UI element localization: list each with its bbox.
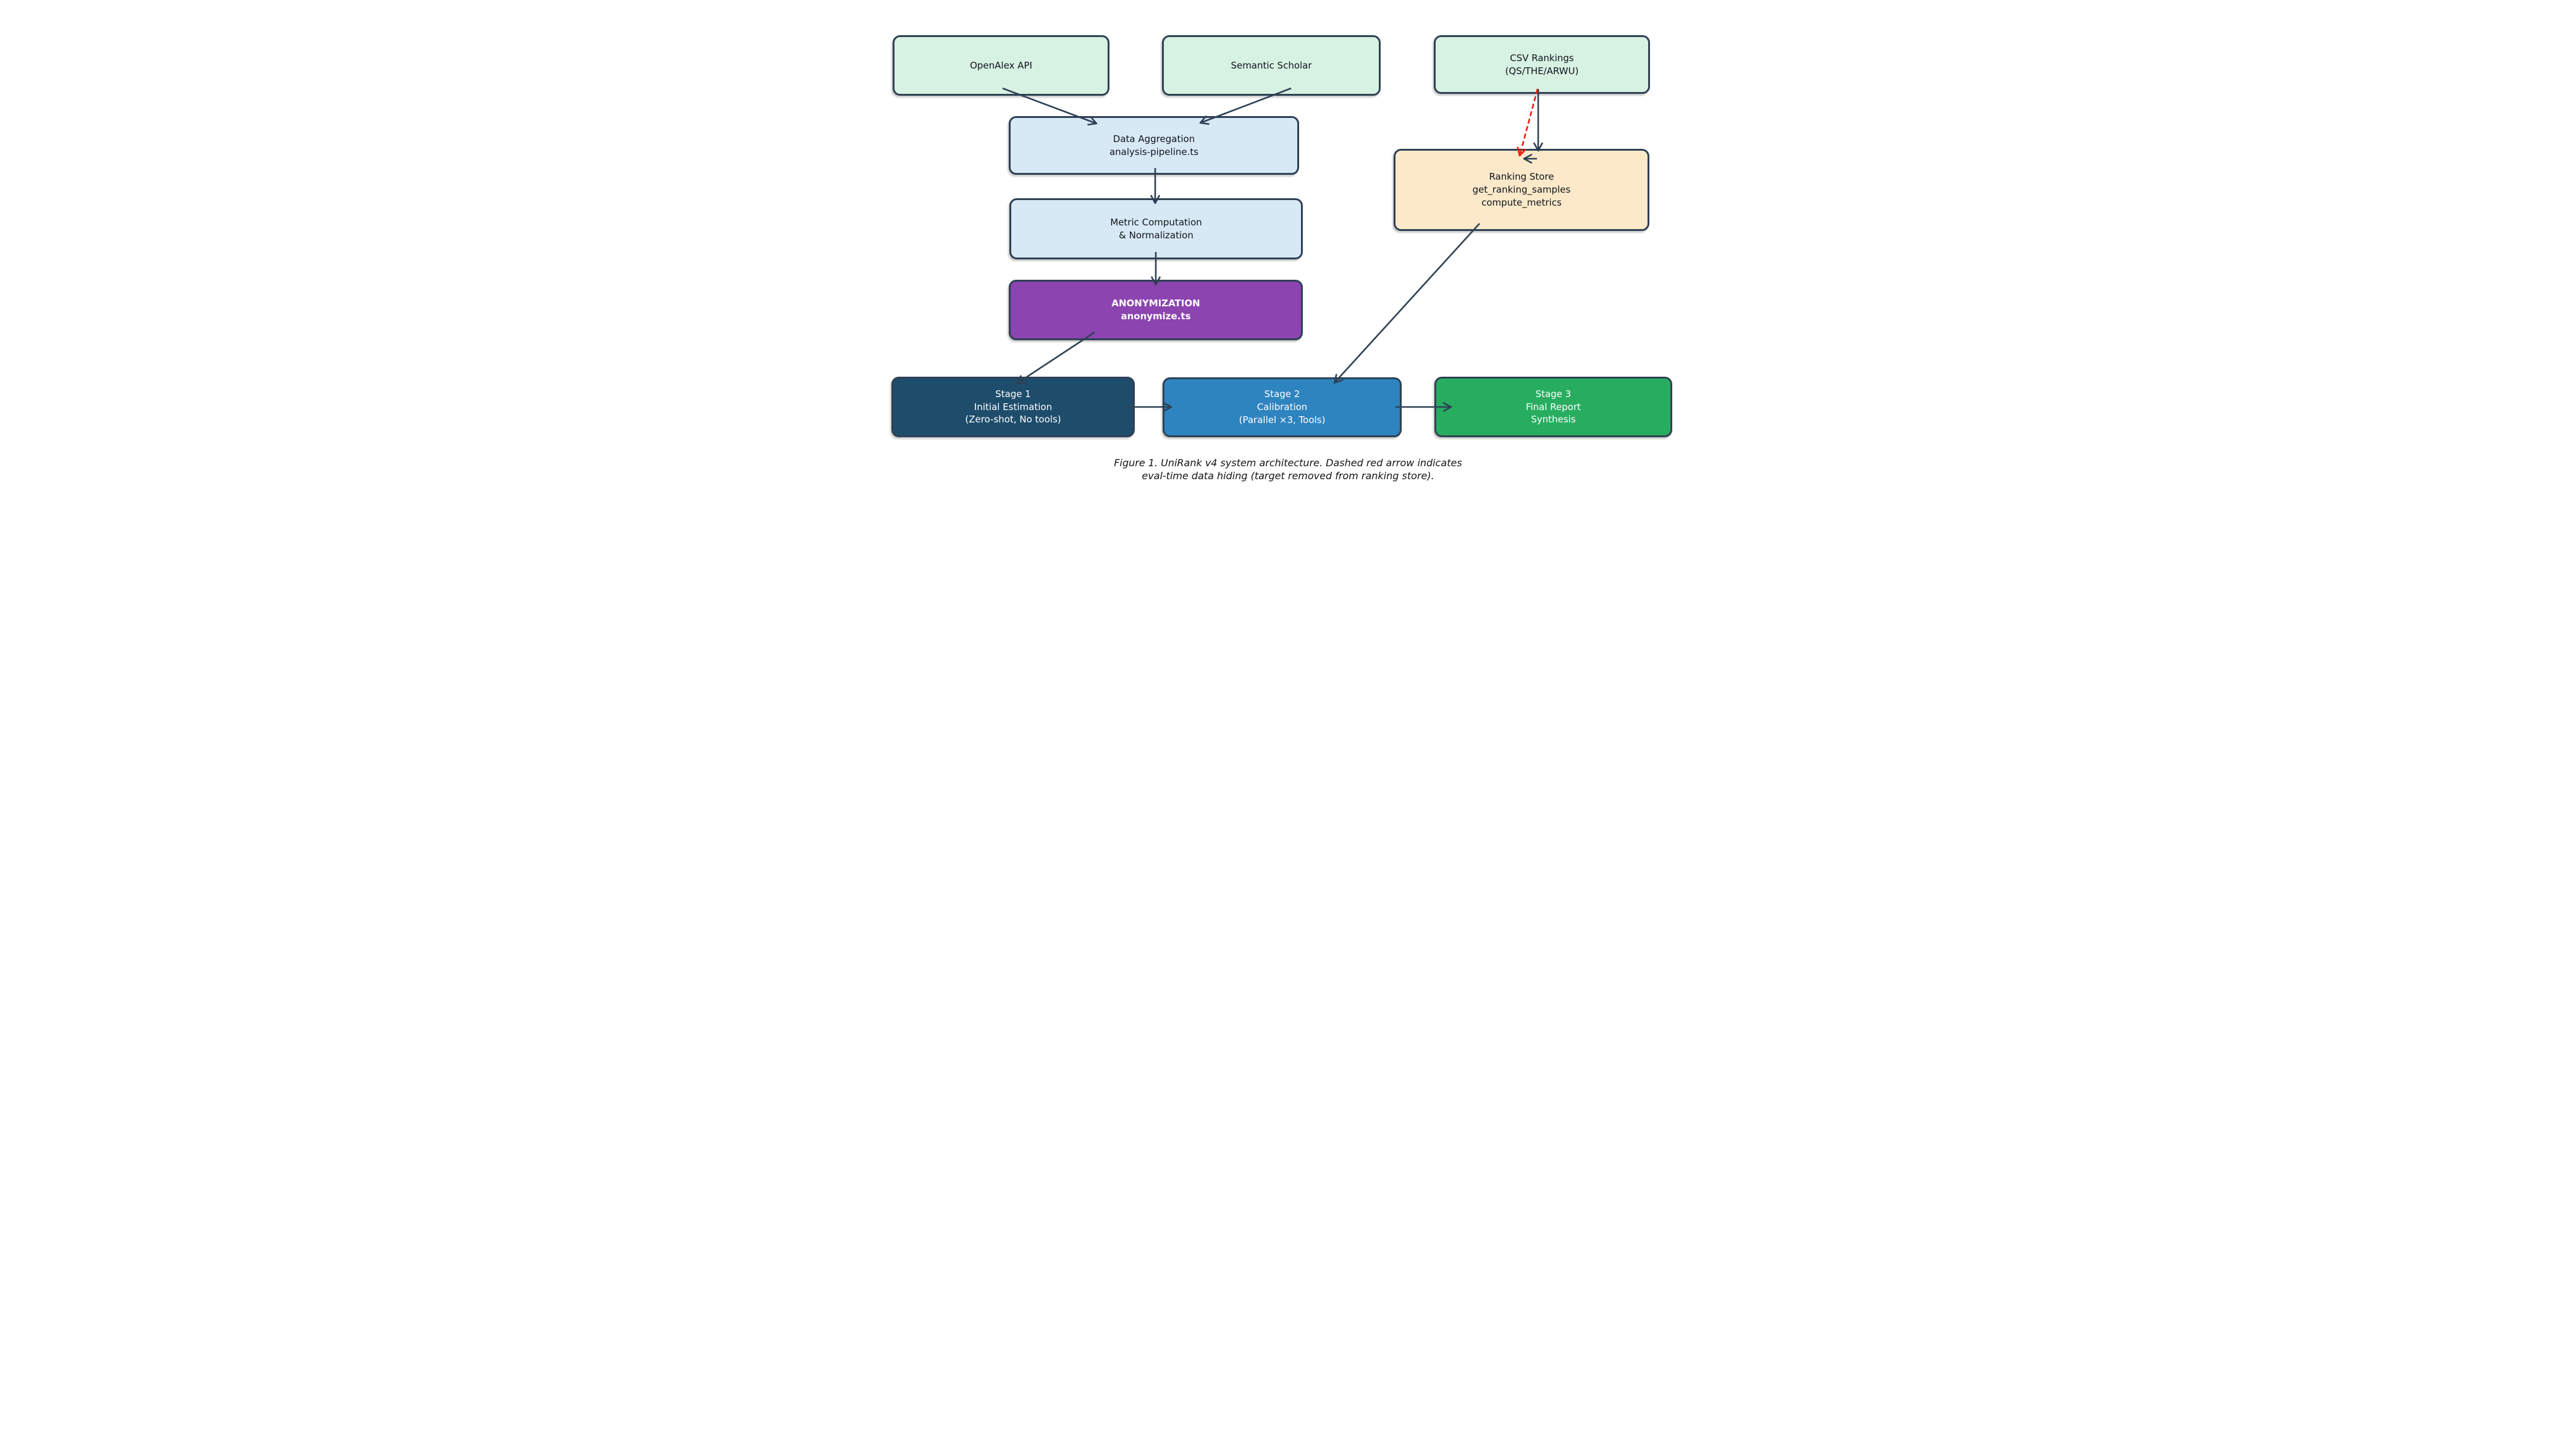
- node-csv-rankings-sublabel: (QS/THE/ARWU): [1505, 65, 1579, 77]
- node-stage2: Stage 2 Calibration (Parallel ×3, Tools): [1163, 377, 1402, 437]
- node-stage1-sublabel: Initial Estimation: [974, 401, 1053, 413]
- node-stage1: Stage 1 Initial Estimation (Zero-shot, N…: [891, 377, 1135, 437]
- node-stage3-sublabel: Final Report: [1525, 401, 1581, 413]
- node-anonymization-sublabel: anonymize.ts: [1121, 311, 1191, 322]
- figure-caption-line2: eval-time data hiding (target removed fr…: [1142, 469, 1434, 482]
- node-stage2-label: Stage 2: [1264, 388, 1300, 400]
- node-ranking-store: Ranking Store get_ranking_samples comput…: [1394, 149, 1649, 231]
- node-csv-rankings: CSV Rankings (QS/THE/ARWU): [1434, 35, 1650, 94]
- node-stage1-label: Stage 1: [995, 388, 1031, 400]
- node-ranking-store-fn1: get_ranking_samples: [1472, 184, 1571, 196]
- node-data-aggregation: Data Aggregation analysis-pipeline.ts: [1009, 116, 1299, 175]
- figure-caption: Figure 1. UniRank v4 system architecture…: [859, 457, 1717, 483]
- node-openalex-api-label: OpenAlex API: [970, 59, 1032, 71]
- node-stage3-detail: Synthesis: [1531, 414, 1576, 425]
- node-metric-computation: Metric Computation & Normalization: [1009, 198, 1303, 259]
- node-stage1-detail: (Zero-shot, No tools): [965, 414, 1061, 425]
- node-stage3: Stage 3 Final Report Synthesis: [1434, 377, 1672, 437]
- figure-caption-line1: Figure 1. UniRank v4 system architecture…: [1114, 457, 1462, 469]
- node-data-aggregation-label: Data Aggregation: [1113, 133, 1195, 145]
- node-stage2-sublabel: Calibration: [1256, 401, 1308, 413]
- node-stage3-label: Stage 3: [1535, 388, 1572, 400]
- node-stage2-detail: (Parallel ×3, Tools): [1239, 414, 1326, 425]
- node-anonymization: ANONYMIZATION anonymize.ts: [1009, 280, 1303, 340]
- node-data-aggregation-sublabel: analysis-pipeline.ts: [1109, 146, 1199, 157]
- node-openalex-api: OpenAlex API: [893, 35, 1109, 96]
- node-ranking-store-label: Ranking Store: [1489, 171, 1554, 183]
- architecture-diagram: OpenAlex API Semantic Scholar CSV Rankin…: [859, 0, 1717, 484]
- node-metric-computation-sublabel: & Normalization: [1119, 229, 1193, 241]
- node-ranking-store-fn2: compute_metrics: [1481, 196, 1562, 208]
- arrow-store-to-stage2: [1333, 223, 1480, 384]
- node-semantic-scholar-label: Semantic Scholar: [1231, 59, 1312, 71]
- node-semantic-scholar: Semantic Scholar: [1162, 35, 1381, 96]
- arrow-csv-to-store-red-dashed: [1517, 88, 1539, 157]
- node-metric-computation-label: Metric Computation: [1110, 216, 1202, 228]
- node-csv-rankings-label: CSV Rankings: [1510, 52, 1574, 64]
- node-anonymization-label: ANONYMIZATION: [1111, 298, 1200, 309]
